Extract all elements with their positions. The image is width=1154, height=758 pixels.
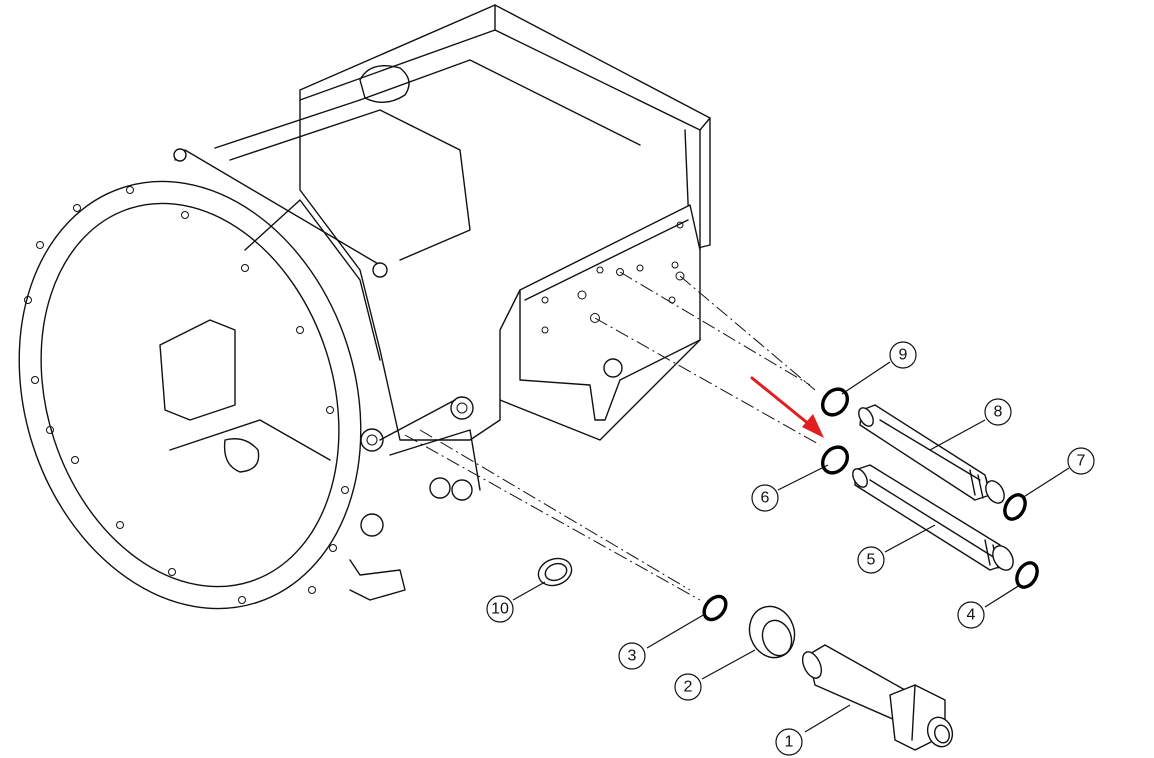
callout-label: 3 — [628, 648, 637, 665]
flange-bolt-holes — [24, 186, 349, 604]
callout-label: 10 — [491, 601, 509, 618]
callout-1: 1 — [775, 704, 851, 756]
part-6-o-ring — [820, 445, 850, 475]
transmission-housing — [18, 4, 711, 610]
callout-label: 5 — [867, 552, 876, 569]
callout-3: 3 — [618, 613, 706, 670]
assembly-lines — [404, 271, 821, 601]
callout-label: 1 — [785, 734, 794, 751]
callout-10: 10 — [486, 581, 546, 623]
callout-6: 6 — [751, 464, 829, 512]
callout-8: 8 — [929, 398, 1012, 451]
part-3-o-ring — [702, 594, 728, 622]
callouts: 1 2 3 4 5 6 7 — [486, 341, 1095, 756]
part-9-o-ring — [820, 387, 850, 417]
callout-label: 7 — [1077, 453, 1086, 470]
callout-label: 2 — [684, 679, 693, 696]
part-4-o-ring — [1015, 561, 1039, 589]
callout-9: 9 — [841, 341, 917, 395]
callout-4: 4 — [957, 584, 1021, 629]
red-arrow-indicator — [750, 376, 824, 438]
callout-2: 2 — [674, 649, 756, 701]
callout-label: 6 — [761, 490, 770, 507]
callout-5: 5 — [857, 524, 936, 574]
part-1-fitting — [801, 644, 954, 751]
part-10-bushing — [537, 557, 573, 587]
callout-7: 7 — [1021, 447, 1095, 499]
callout-label: 9 — [899, 347, 908, 364]
part-7-o-ring — [1003, 493, 1027, 521]
part-2-bushing — [748, 605, 796, 659]
callout-label: 8 — [994, 404, 1003, 421]
part-5-tube — [852, 464, 1014, 571]
callout-label: 4 — [967, 607, 976, 624]
